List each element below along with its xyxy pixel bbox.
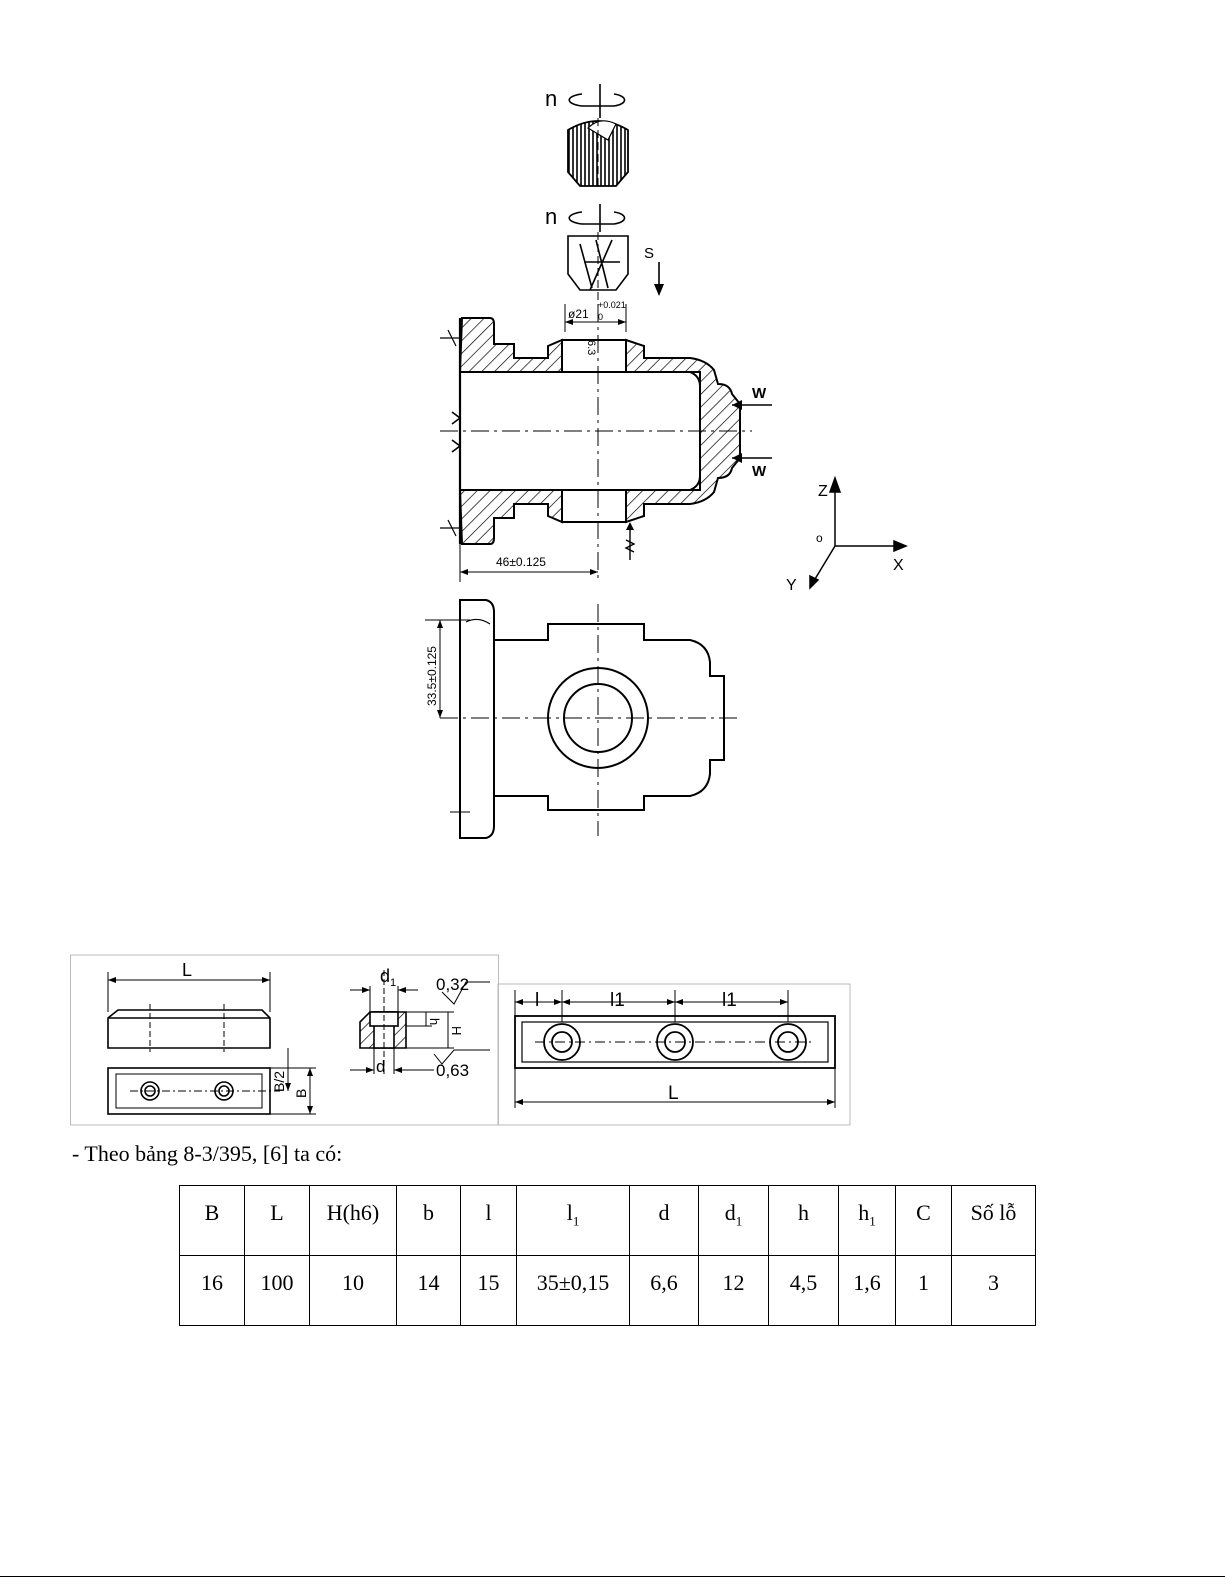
roughness-063-label: 0,63	[436, 1061, 469, 1080]
table-cell: 1	[896, 1256, 952, 1326]
section-d1-label: d1	[380, 966, 396, 989]
plate-L-label: L	[668, 1083, 679, 1104]
axis-y-label: Y	[786, 577, 797, 594]
section-d1-main: d	[380, 966, 390, 986]
insert-bhalf-label: B/2	[271, 1071, 287, 1092]
axis-x-label: X	[893, 557, 904, 574]
drill-tool	[568, 232, 628, 300]
table-header-cell: Số lỗ	[952, 1186, 1036, 1256]
table-cell: 10	[310, 1256, 397, 1326]
header-subscript: 1	[736, 1213, 743, 1228]
table-header-cell: B	[180, 1186, 245, 1256]
table-header-cell: l	[461, 1186, 517, 1256]
plate-l1b-label: l1	[722, 990, 737, 1011]
section-h-label: h	[427, 1018, 442, 1025]
table-header-cell: d	[630, 1186, 699, 1256]
table-cell: 12	[699, 1256, 769, 1326]
table-header-cell: b	[397, 1186, 461, 1256]
header-main-text: h	[858, 1200, 869, 1225]
dimension-33-5-label: 33.5±0.125	[425, 646, 439, 706]
clamp-label-bottom: W	[752, 463, 767, 480]
header-subscript: 1	[869, 1213, 876, 1228]
workpiece-top-view	[440, 600, 740, 838]
roughness-label: 6.3	[585, 340, 597, 355]
axis-o-label: o	[816, 531, 823, 545]
table-header-cell: d1	[699, 1186, 769, 1256]
table-header-cell: L	[245, 1186, 310, 1256]
section-d1-sub: 1	[390, 977, 396, 989]
table-header-cell: C	[896, 1186, 952, 1256]
header-main-text: d	[725, 1200, 736, 1225]
table-cell: 16	[180, 1256, 245, 1326]
clamp-label-top: W	[752, 385, 767, 402]
table-cell: 35±0,15	[517, 1256, 630, 1326]
feed-arrow-icon	[654, 262, 664, 296]
intro-text: - Theo bảng 8-3/395, [6] ta có:	[72, 1141, 342, 1167]
spindle-label-top: n	[545, 86, 557, 111]
table-cell: 14	[397, 1256, 461, 1326]
roughness-032-label: 0,32	[436, 975, 469, 994]
hole-dimension-label: ø21	[568, 307, 589, 321]
fixture-drawing: n n S ø21 +0.021 0	[0, 0, 1225, 870]
table-header-cell: H(h6)	[310, 1186, 397, 1256]
insert-front-view	[108, 972, 270, 1052]
section-H-label: H	[449, 1026, 464, 1035]
reamer-tool	[568, 118, 628, 190]
axis-z-label: Z	[818, 483, 828, 500]
plate-l1a-label: l1	[610, 990, 625, 1011]
plate-l-label: l	[535, 990, 539, 1011]
insert-b-label: B	[293, 1089, 309, 1098]
header-main-text: L	[270, 1200, 283, 1225]
hole-tolerance-lower: 0	[598, 312, 603, 322]
table-cell: 4,5	[769, 1256, 839, 1326]
hole-tolerance-upper: +0.021	[598, 300, 626, 310]
header-main-text: Số lỗ	[971, 1200, 1017, 1225]
table-cell: 15	[461, 1256, 517, 1326]
table-header-cell: h1	[839, 1186, 896, 1256]
header-main-text: b	[423, 1200, 434, 1225]
feed-label: S	[644, 245, 654, 262]
insert-length-label: L	[182, 960, 192, 980]
header-main-text: C	[916, 1200, 931, 1225]
section-d-label: d	[376, 1057, 385, 1076]
table-cell: 3	[952, 1256, 1036, 1326]
header-main-text: h	[798, 1200, 809, 1225]
dimension-46-label: 46±0.125	[496, 555, 546, 569]
table-cell: 6,6	[630, 1256, 699, 1326]
insert-drawing: L B/2 B	[70, 952, 870, 1137]
header-main-text: l	[485, 1200, 491, 1225]
table-header-cell: l1	[517, 1186, 630, 1256]
header-main-text: B	[205, 1200, 220, 1225]
header-subscript: 1	[573, 1213, 580, 1228]
page-bottom-rule	[0, 1576, 1225, 1577]
table-cell: 1,6	[839, 1256, 896, 1326]
header-main-text: d	[659, 1200, 670, 1225]
table-cell: 100	[245, 1256, 310, 1326]
spindle-label-mid: n	[545, 204, 557, 229]
header-main-text: H(h6)	[327, 1200, 380, 1225]
table-header-cell: h	[769, 1186, 839, 1256]
